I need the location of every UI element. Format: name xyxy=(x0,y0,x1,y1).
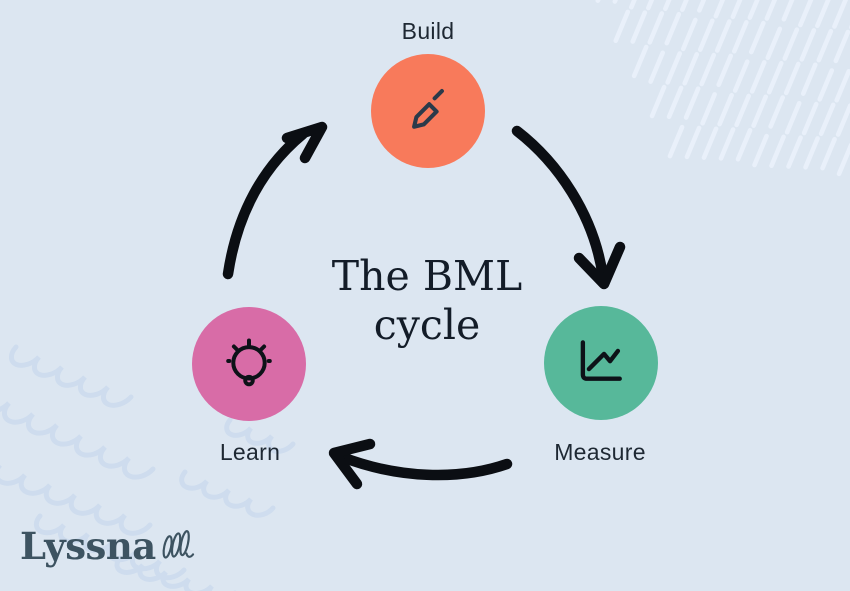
scribble-loop-pattern xyxy=(0,344,296,591)
diagonal-hash-pattern xyxy=(595,0,850,177)
arrow-measure-to-learn xyxy=(328,438,513,490)
measure-circle xyxy=(544,306,658,420)
lightbulb-icon xyxy=(226,338,272,387)
line-chart-icon xyxy=(580,340,622,381)
title-line-1: The BML xyxy=(331,252,523,300)
diagram-title: The BML cycle xyxy=(332,252,522,350)
measure-label: Measure xyxy=(554,439,646,465)
learn-circle xyxy=(192,307,306,421)
build-label: Build xyxy=(401,18,455,44)
pencil-icon xyxy=(412,89,444,129)
arrow-learn-to-build xyxy=(222,121,328,280)
title-line-2: cycle xyxy=(373,301,481,349)
learn-label: Learn xyxy=(219,439,281,465)
lyssna-logo: Lyssna xyxy=(20,527,195,565)
build-circle xyxy=(371,54,485,168)
logo-text: Lyssna xyxy=(20,524,156,568)
arrow-build-to-measure xyxy=(511,125,626,290)
scribble-loops-icon xyxy=(162,530,194,559)
